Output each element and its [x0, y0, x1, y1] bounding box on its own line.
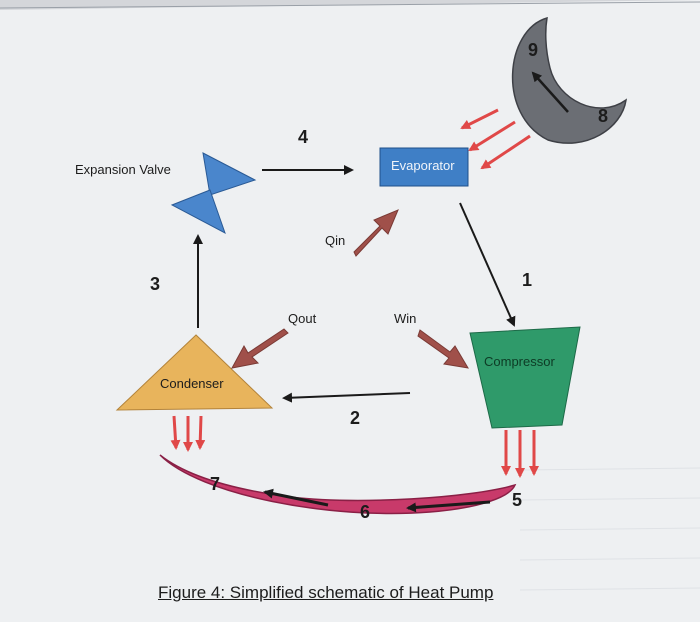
win-label: Win	[394, 311, 417, 326]
step-number-5: 5	[512, 490, 523, 510]
step-number-3: 3	[150, 274, 161, 294]
figure-caption: Figure 4: Simplified schematic of Heat P…	[158, 583, 494, 602]
expansion-valve-upper	[202, 152, 257, 196]
red-arrows-compressor	[501, 430, 539, 478]
compressor-body	[469, 326, 581, 429]
step-number-2: 2	[350, 408, 361, 428]
step-number-9: 9	[528, 40, 539, 60]
arrow-loop-right	[406, 500, 491, 513]
moon-shape	[511, 16, 627, 144]
step-number-7: 7	[210, 474, 221, 494]
evaporator-label: Evaporator	[391, 158, 455, 173]
red-arrows-condenser	[170, 415, 206, 452]
compressor-label: Compressor	[484, 354, 555, 369]
arrow-compressor-to-condenser	[282, 392, 411, 403]
faint-page-lines	[519, 467, 700, 591]
qout-label: Qout	[288, 311, 317, 326]
arrow-loop-left	[263, 488, 329, 507]
evaporator-box	[379, 147, 469, 187]
paper-rule-line	[0, 1, 700, 9]
condenser-body	[115, 334, 274, 411]
step-number-6: 6	[360, 502, 371, 522]
arrow-evaporator-to-compressor	[459, 202, 516, 327]
condenser-label: Condenser	[160, 376, 224, 391]
arrow-moon	[531, 71, 569, 113]
win-arrow	[417, 329, 469, 369]
qin-label: Qin	[325, 233, 346, 248]
step-number-4: 4	[298, 127, 309, 147]
qout-arrow	[231, 328, 289, 369]
ground-loop	[159, 454, 517, 515]
step-number-8: 8	[598, 106, 609, 126]
red-arrows-moon	[460, 108, 531, 170]
expansion-valve-label: Expansion Valve	[75, 162, 171, 177]
step-number-1: 1	[522, 270, 533, 290]
expansion-valve-lower	[170, 189, 226, 235]
qin-arrow	[353, 209, 399, 257]
